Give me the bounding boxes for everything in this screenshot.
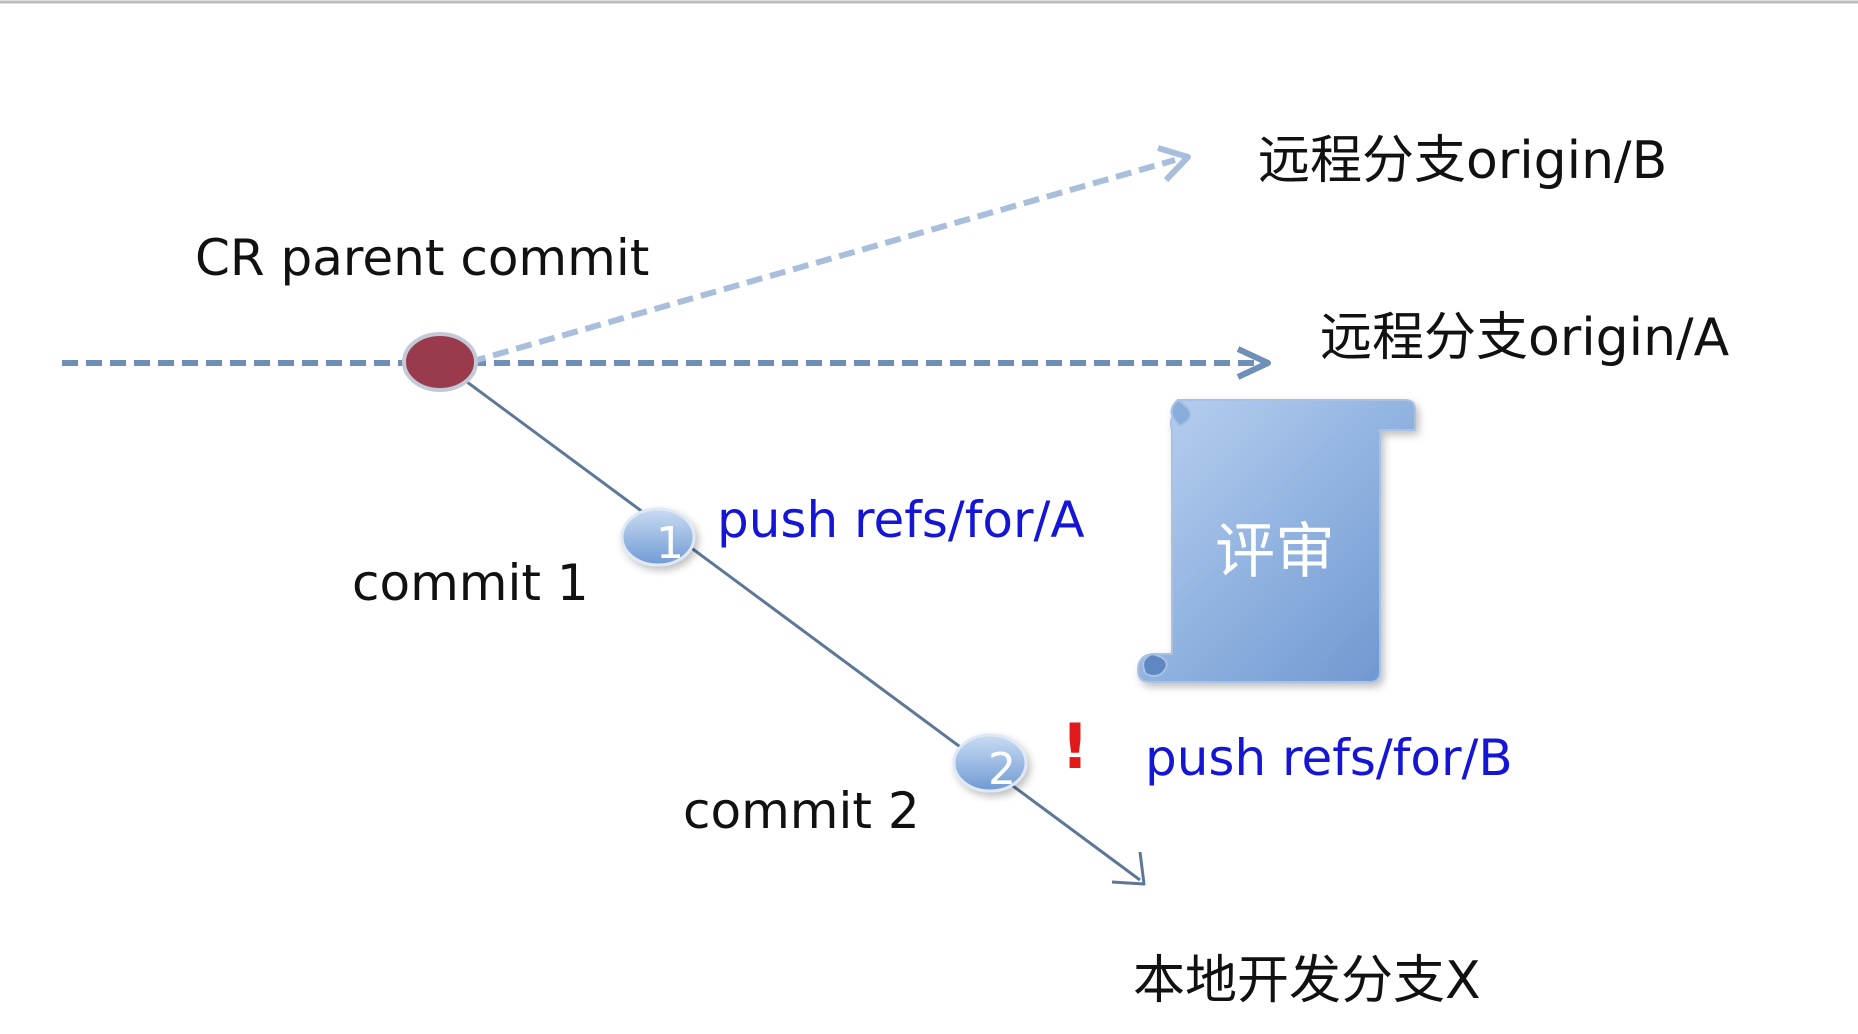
commit-2-node: 2 <box>952 733 1028 795</box>
local-branch-x-label: 本地开发分支X <box>1133 951 1481 1011</box>
remote-branch-a-label: 远程分支origin/A <box>1320 308 1730 368</box>
commit-1-label: commit 1 <box>352 554 589 612</box>
commit-2-number: 2 <box>988 744 1016 795</box>
commit-2-label: commit 2 <box>683 782 920 840</box>
review-scroll: 评审 <box>1136 398 1416 683</box>
cr-parent-commit-label: CR parent commit <box>195 229 649 287</box>
push-refs-for-a-label: push refs/for/A <box>717 491 1085 549</box>
review-label: 评审 <box>1215 517 1335 587</box>
remote-branch-b-line <box>469 145 1191 365</box>
local-branch-x-line <box>439 360 1146 886</box>
remote-branch-a-line <box>62 346 1271 380</box>
remote-branch-b-label: 远程分支origin/B <box>1258 131 1667 191</box>
push-refs-for-b-label: push refs/for/B <box>1145 729 1513 787</box>
parent-commit-node <box>402 332 478 392</box>
warning-mark: ! <box>1061 710 1089 783</box>
commit-1-node: 1 <box>620 507 696 569</box>
commit-1-number: 1 <box>656 518 684 569</box>
